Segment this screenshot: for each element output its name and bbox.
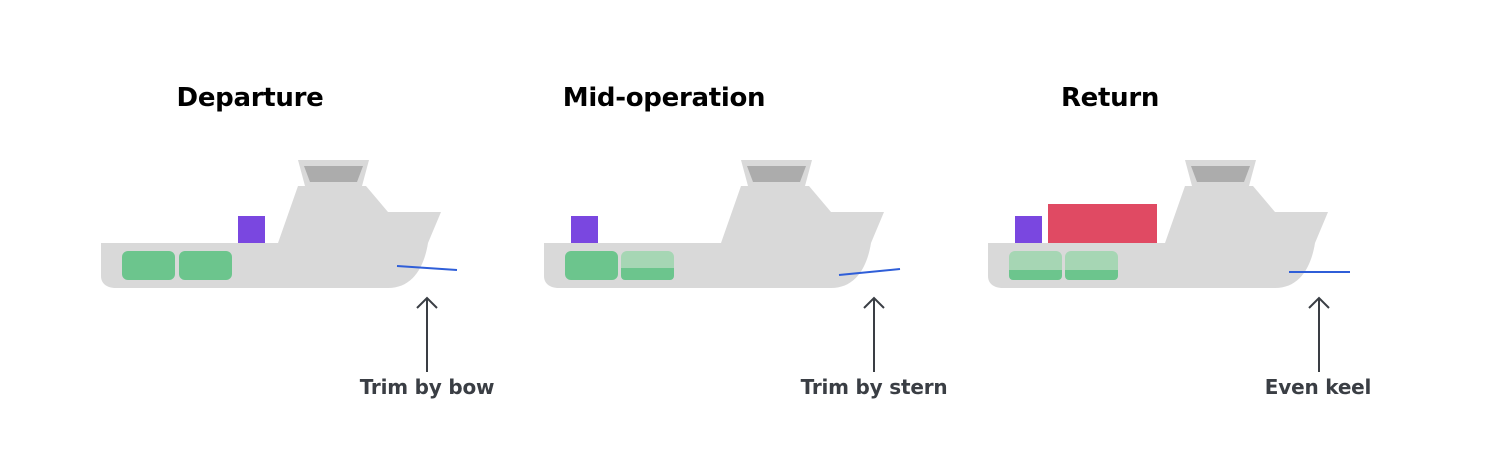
pointer-arrow-head [863,296,885,309]
panel-title: Return [1060,83,1160,113]
panel-mid-operation: Mid-operation Trim by stern [443,0,948,450]
waterline-indicator [396,265,458,271]
purple-cargo-box [571,216,598,243]
ballast-tank [179,251,232,280]
panel-title: Mid-operation [562,83,766,113]
ship-return [988,160,1350,372]
trim-label: Even keel [1264,375,1372,399]
red-cargo-container [1048,204,1157,243]
pointer-arrow-head [1308,296,1330,309]
ship-departure [101,160,458,372]
panel-title: Departure [176,83,324,113]
ship-superstructure [1165,186,1328,243]
waterline-indicator [838,268,901,276]
funnel-top [1191,166,1250,182]
panel-departure: Departure Trim by bow [0,0,500,450]
trim-label: Trim by bow [359,375,495,399]
purple-cargo-box [238,216,265,243]
pointer-arrow-head [416,296,438,309]
ballast-tank [565,251,618,280]
panel-return: Return Even keel [887,0,1387,450]
trim-label: Trim by stern [800,375,948,399]
ballast-tank [122,251,175,280]
funnel-top [304,166,363,182]
ballast-tank-partial [621,251,674,280]
ship-superstructure [721,186,884,243]
ship-superstructure [278,186,441,243]
funnel-top [747,166,806,182]
ballast-tank-partial [1009,251,1062,280]
ship-mid-operation [544,160,901,372]
ballast-tank-partial [1065,251,1118,280]
purple-cargo-box [1015,216,1042,243]
